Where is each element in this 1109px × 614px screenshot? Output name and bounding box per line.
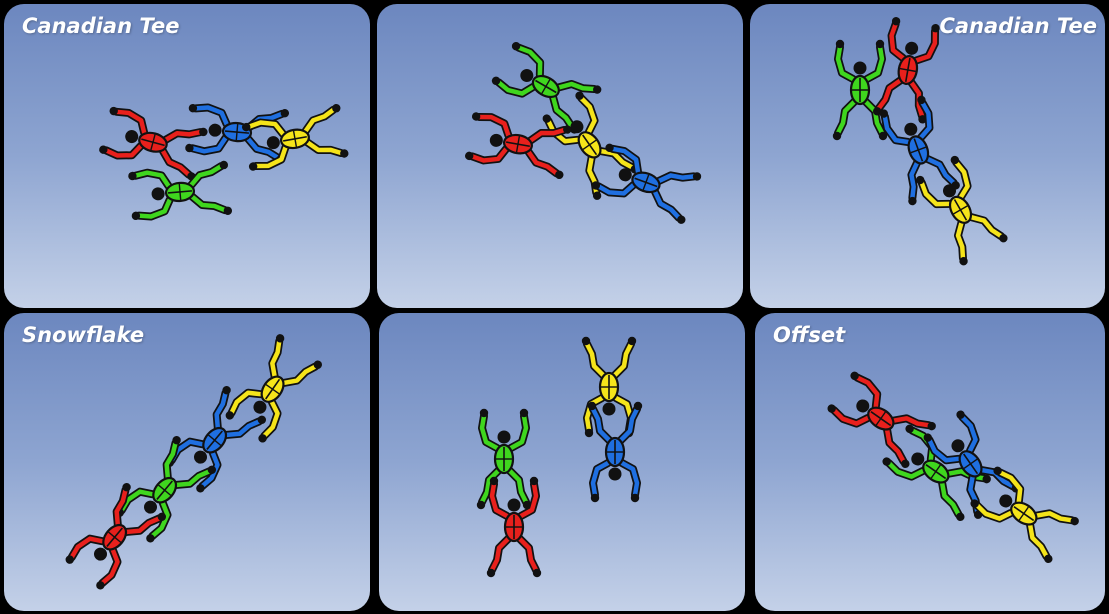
- formation-diagram: [99, 103, 349, 221]
- jumper-yellow: [915, 155, 1008, 266]
- formation-diagram: [476, 336, 643, 578]
- jumper-green: [128, 160, 233, 221]
- jumper-red: [65, 483, 167, 590]
- jumper-green: [832, 39, 888, 141]
- jumper-green: [476, 408, 532, 510]
- formation-diagram: [465, 41, 702, 224]
- panel-title: Offset: [773, 323, 846, 347]
- formation-panel-2: [377, 4, 743, 308]
- jumper-red: [827, 371, 936, 468]
- jumper-yellow: [242, 103, 349, 171]
- jumper-blue: [591, 143, 702, 224]
- jumper-green: [115, 436, 217, 543]
- jumper-green: [491, 41, 602, 134]
- jumper-red: [99, 106, 208, 181]
- formation-diagram: [827, 371, 1079, 563]
- jumper-yellow: [225, 334, 322, 443]
- formation-panel-3: Canadian Tee: [750, 4, 1105, 308]
- formation-diagram: [65, 334, 322, 590]
- jumper-red: [486, 476, 542, 578]
- jumper-yellow: [970, 466, 1079, 563]
- formation-panel-1: Canadian Tee: [4, 4, 370, 308]
- formation-panel-4: Snowflake: [4, 313, 370, 611]
- jumper-red: [872, 17, 940, 124]
- formation-panel-5: [379, 313, 745, 611]
- panel-title: Canadian Tee: [22, 14, 180, 38]
- panel-title: Canadian Tee: [939, 14, 1097, 38]
- formation-diagram: [832, 17, 1008, 266]
- jumper-red: [465, 112, 572, 180]
- jumper-blue: [587, 401, 643, 503]
- formation-panel-6: Offset: [755, 313, 1105, 611]
- panel-title: Snowflake: [22, 323, 145, 347]
- jumper-yellow: [542, 91, 639, 200]
- jumper-blue: [879, 95, 960, 206]
